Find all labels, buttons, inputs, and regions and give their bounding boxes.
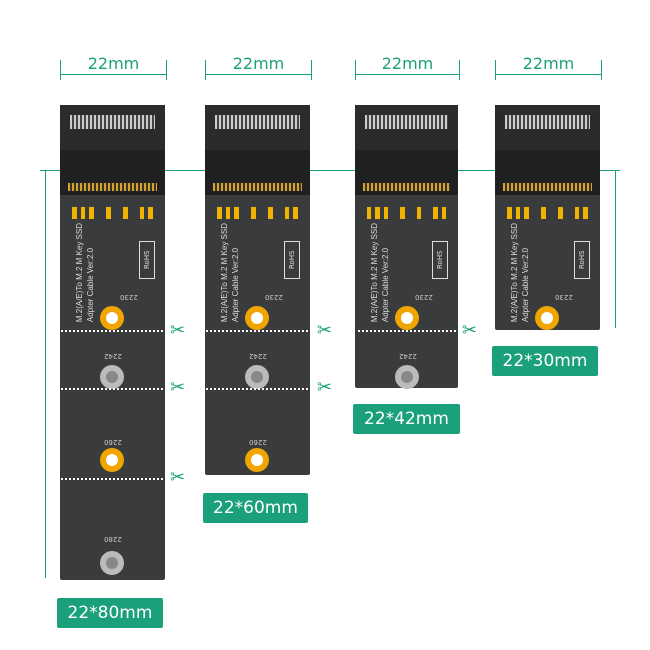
pads (72, 207, 154, 219)
length-arrow-30 (615, 170, 616, 328)
scissors-icon: ✂ (462, 320, 478, 341)
hole-2242 (245, 365, 269, 389)
scissors-icon: ✂ (317, 320, 333, 341)
hole-label: 2260 (249, 438, 267, 446)
hole-label: 2230 (120, 293, 138, 301)
rohs-mark: RoHS (574, 241, 590, 279)
m2-socket (495, 150, 600, 195)
hole-2230 (245, 306, 269, 330)
width-label: 22mm (232, 54, 285, 73)
width-label: 22mm (381, 54, 434, 73)
pads (367, 207, 446, 219)
m2-socket (205, 150, 310, 195)
hole-2230 (100, 306, 124, 330)
width-label: 22mm (522, 54, 575, 73)
hole-2260 (245, 448, 269, 472)
hole-2230 (395, 306, 419, 330)
hole-2260 (100, 448, 124, 472)
scissors-icon: ✂ (170, 377, 186, 398)
rohs-mark: RoHS (432, 241, 448, 279)
hole-label: 2230 (265, 293, 283, 301)
cut-line (58, 478, 167, 480)
rohs-mark: RoHS (284, 241, 300, 279)
hole-2242 (100, 365, 124, 389)
cut-line (58, 388, 167, 390)
size-label-80: 22*80mm (57, 598, 163, 628)
hole-2242 (395, 365, 419, 389)
hole-label: 2260 (104, 438, 122, 446)
hole-label: 2230 (415, 293, 433, 301)
cut-line (58, 330, 167, 332)
hole-label: 2242 (104, 352, 122, 360)
size-label-30: 22*30mm (492, 346, 598, 376)
width-dimension-2: 22mm (205, 54, 312, 80)
fpc-connector (60, 105, 165, 152)
reference-line (40, 170, 620, 171)
fpc-connector (495, 105, 600, 152)
cut-line (353, 330, 460, 332)
width-dimension-3: 22mm (355, 54, 460, 80)
length-arrow-80 (45, 170, 46, 578)
scissors-icon: ✂ (170, 467, 186, 488)
size-label-60: 22*60mm (203, 493, 308, 523)
scissors-icon: ✂ (317, 377, 333, 398)
rohs-mark: RoHS (139, 241, 155, 279)
scissors-icon: ✂ (170, 320, 186, 341)
pads (217, 207, 299, 219)
width-label: 22mm (87, 54, 140, 73)
fpc-connector (355, 105, 458, 152)
hole-label: 2280 (104, 535, 122, 543)
cut-line (203, 330, 312, 332)
m2-socket (355, 150, 458, 195)
width-dimension-1: 22mm (60, 54, 167, 80)
hole-label: 2230 (555, 293, 573, 301)
m2-socket (60, 150, 165, 195)
hole-2230 (535, 306, 559, 330)
pads (507, 207, 589, 219)
cut-line (203, 388, 312, 390)
hole-label: 2242 (399, 352, 417, 360)
hole-label: 2242 (249, 352, 267, 360)
fpc-connector (205, 105, 310, 152)
size-label-42: 22*42mm (353, 404, 460, 434)
width-dimension-4: 22mm (495, 54, 602, 80)
hole-2280 (100, 551, 124, 575)
